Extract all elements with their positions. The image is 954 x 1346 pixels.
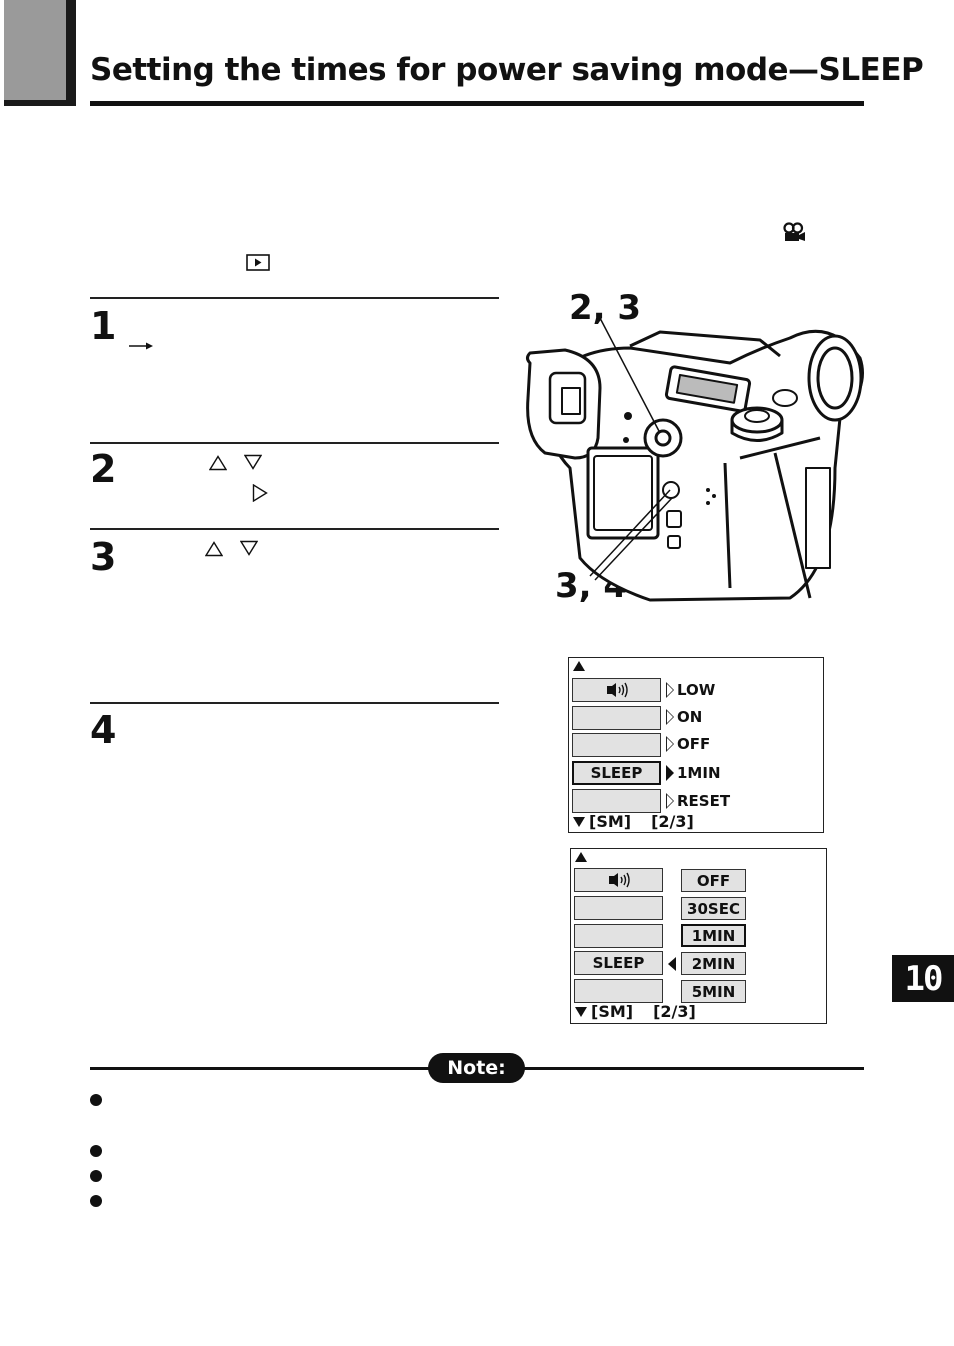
menu-value: OFF (677, 735, 711, 753)
menu-row-sleep[interactable]: SLEEP (572, 761, 661, 785)
scroll-up-icon (575, 852, 587, 862)
menu-row-box[interactable] (572, 678, 661, 702)
menu-footer: [SM] [2/3] (575, 1002, 696, 1021)
callout-upper: 2, 3 (569, 288, 642, 328)
page-indicator: [2/3] (651, 812, 694, 831)
playback-icon (246, 254, 270, 271)
sleep-option-selected[interactable]: 1MIN (681, 924, 746, 947)
submenu-arrow-icon (666, 793, 674, 809)
menu-value-row: LOW (666, 681, 715, 699)
submenu-arrow-icon (666, 709, 674, 725)
chapter-tab: 10 (892, 955, 954, 1002)
scroll-down-icon (573, 816, 585, 827)
menu-value: 1MIN (677, 764, 721, 782)
note-bullet (90, 1170, 102, 1182)
menu-row-box[interactable] (572, 733, 661, 757)
page-indicator: [2/3] (653, 1002, 696, 1021)
submenu-arrow-icon (666, 736, 674, 752)
step-1-number: 1 (90, 304, 117, 348)
selection-arrow-icon (668, 957, 676, 971)
note-bullet (90, 1094, 102, 1106)
right-arrow-icon (252, 484, 268, 502)
note-bullet (90, 1145, 102, 1157)
sleep-option[interactable]: 5MIN (681, 980, 746, 1003)
menu-value-row: OFF (666, 735, 710, 753)
speaker-icon (606, 682, 628, 698)
scroll-down-icon (575, 1006, 587, 1017)
down-arrow-icon (240, 540, 258, 556)
speaker-icon (608, 872, 630, 888)
menu-row-box[interactable] (572, 789, 661, 813)
up-arrow-icon (205, 541, 223, 557)
title-rule (90, 101, 864, 106)
menu-row-box[interactable] (572, 706, 661, 730)
menu-row-box[interactable] (574, 868, 663, 892)
sleep-option[interactable]: 2MIN (681, 952, 746, 975)
step-1-rule (90, 297, 499, 299)
submenu-arrow-icon (666, 765, 674, 781)
menu-value-row: RESET (666, 792, 730, 810)
down-arrow-icon (244, 454, 262, 470)
mode-indicator: [SM] (591, 1002, 634, 1021)
menu-value: RESET (677, 792, 731, 810)
sleep-option[interactable]: OFF (681, 869, 746, 892)
note-bullet (90, 1195, 102, 1207)
page-title: Setting the times for power saving mode—… (90, 52, 924, 88)
menu-row-box[interactable] (574, 924, 663, 948)
menu-value-row-selected: 1MIN (666, 764, 721, 782)
step-2-number: 2 (90, 447, 117, 491)
corner-tab (4, 0, 76, 106)
submenu-arrow-icon (666, 682, 674, 698)
menu-row-sleep[interactable]: SLEEP (574, 951, 663, 975)
menu-row-box[interactable] (574, 896, 663, 920)
up-arrow-icon (209, 455, 227, 471)
sleep-option[interactable]: 30SEC (681, 897, 746, 920)
scroll-up-icon (573, 661, 585, 671)
right-arrow-icon (129, 342, 153, 350)
camera-illustration (526, 318, 864, 602)
menu-row-box[interactable] (574, 979, 663, 1003)
step-2-rule (90, 442, 499, 444)
menu-value: ON (677, 708, 703, 726)
note-label: Note: (428, 1053, 525, 1083)
menu-value-row: ON (666, 708, 702, 726)
menu-screen-bottom: SLEEP OFF 30SEC 1MIN 2MIN 5MIN [SM] [2/3… (570, 848, 827, 1024)
step-3-number: 3 (90, 535, 117, 579)
step-4-number: 4 (90, 708, 117, 752)
menu-screen-top: SLEEP LOW ON OFF 1MIN RESET [SM] [2/3] (568, 657, 824, 833)
mode-indicator: [SM] (589, 812, 632, 831)
movie-camera-icon (783, 222, 805, 241)
step-4-rule (90, 702, 499, 704)
menu-value: LOW (677, 681, 716, 699)
menu-footer: [SM] [2/3] (573, 812, 694, 831)
step-3-rule (90, 528, 499, 530)
